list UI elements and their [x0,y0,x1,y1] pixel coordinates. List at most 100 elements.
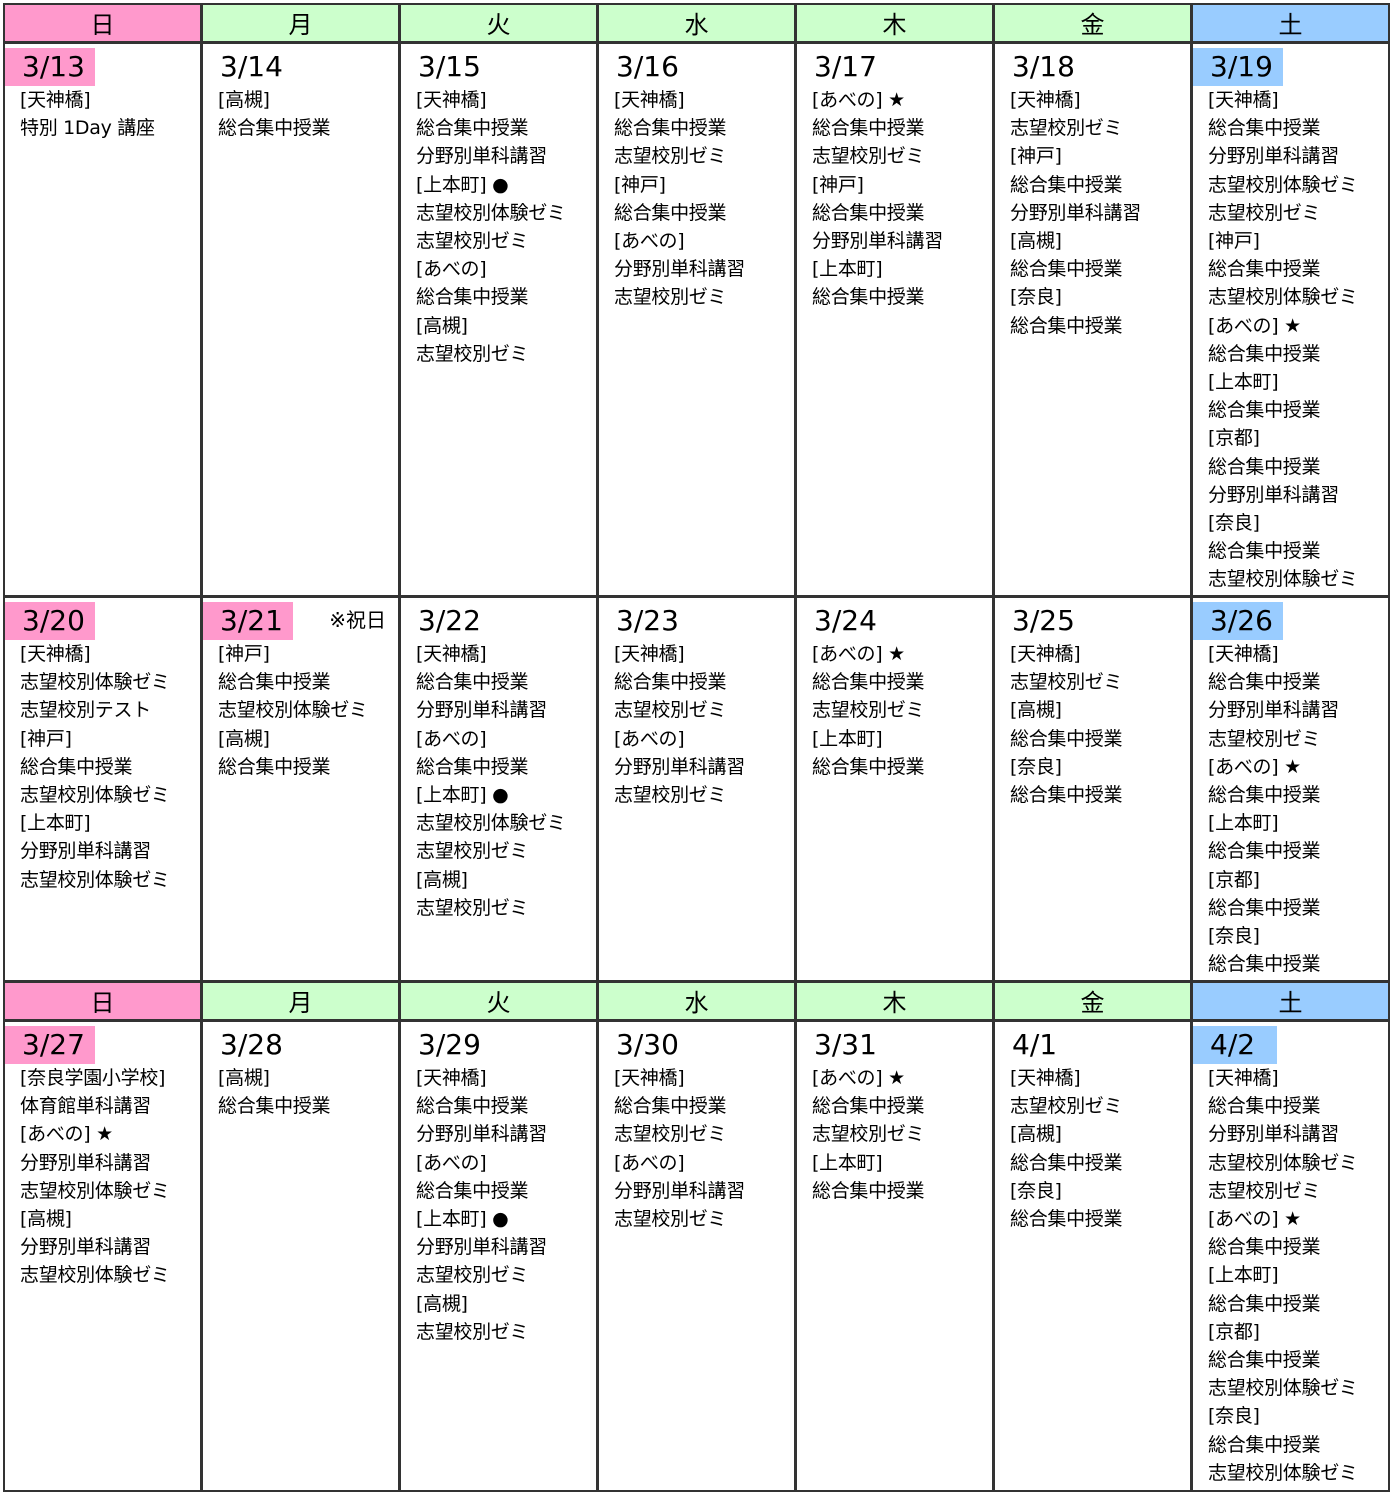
schedule-line: 分野別単科講習 [416,1123,547,1146]
schedule-line: 総合集中授業 [1208,784,1321,807]
schedule-line: [上本町] [1208,371,1279,394]
schedule-list: [あべの] ★総合集中授業志望校別ゼミ[上本町]総合集中授業 [812,640,992,781]
schedule-line: 志望校別ゼミ [416,342,529,365]
schedule-line: 総合集中授業 [1010,314,1123,337]
schedule-list: [奈良学園小学校]体育館単科講習[あべの] ★分野別単科講習志望校別体験ゼミ[高… [20,1064,200,1290]
schedule-line: [あべの] ★ [812,1067,905,1089]
schedule-line: 分野別単科講習 [614,1179,745,1202]
schedule-line: 総合集中授業 [416,1095,529,1118]
day-date: 3/14 [220,50,283,83]
schedule-line: [奈良] [1010,755,1062,778]
schedule-line: [神戸] [218,643,270,665]
schedule-line: 志望校別ゼミ [614,1123,727,1146]
schedule-line: [奈良] [1010,286,1062,309]
schedule-line: 総合集中授業 [218,671,331,694]
schedule-line: 志望校別ゼミ [614,699,727,722]
schedule-list: [天神橋]総合集中授業志望校別ゼミ[神戸]総合集中授業[あべの]分野別単科講習志… [614,86,794,312]
day-cell: 3/18[天神橋]志望校別ゼミ[神戸]総合集中授業分野別単科講習[高槻]総合集中… [993,42,1192,597]
weekday-header-top: 日 月 火 水 木 金 土 [3,3,1390,43]
schedule-line: 志望校別体験ゼミ [1208,1461,1358,1484]
schedule-line: 分野別単科講習 [1208,1123,1339,1146]
schedule-line: 分野別単科講習 [416,1236,547,1259]
schedule-list: [天神橋]総合集中授業分野別単科講習志望校別体験ゼミ志望校別ゼミ[神戸]総合集中… [1208,86,1388,594]
schedule-line: 総合集中授業 [1208,399,1321,422]
schedule-line: 総合集中授業 [1208,1349,1321,1372]
schedule-line: 志望校別体験ゼミ [20,1179,170,1202]
schedule-line: [高槻] [218,89,270,111]
schedule-line: [あべの] ★ [1208,755,1301,778]
schedule-list: [天神橋]総合集中授業分野別単科講習[上本町] ●志望校別体験ゼミ志望校別ゼミ[… [416,86,596,368]
schedule-line: [神戸] [20,727,72,750]
schedule-list: [天神橋]志望校別ゼミ[神戸]総合集中授業分野別単科講習[高槻]総合集中授業[奈… [1010,86,1190,340]
schedule-list: [天神橋]総合集中授業分野別単科講習[あべの]総合集中授業[上本町] ●分野別単… [416,1064,596,1346]
weekday-wednesday: 水 [597,981,796,1021]
schedule-line: [天神橋] [1010,643,1081,665]
schedule-line: [高槻] [416,314,468,337]
schedule-line: [天神橋] [416,1067,487,1089]
schedule-line: 分野別単科講習 [20,1236,151,1259]
schedule-list: [天神橋]総合集中授業志望校別ゼミ[あべの]分野別単科講習志望校別ゼミ [614,1064,794,1233]
schedule-line: [あべの] ★ [1208,1208,1301,1231]
schedule-line: 志望校別体験ゼミ [1208,173,1358,196]
day-date: 3/31 [814,1028,877,1061]
schedule-line: [京都] [1208,868,1260,891]
day-cell: 3/17[あべの] ★総合集中授業志望校別ゼミ[神戸]総合集中授業分野別単科講習… [795,42,994,597]
schedule-line: 総合集中授業 [1208,117,1321,140]
schedule-line: 志望校別ゼミ [812,699,925,722]
schedule-list: [天神橋]総合集中授業志望校別ゼミ[あべの]分野別単科講習志望校別ゼミ [614,640,794,809]
schedule-line: [上本町] [812,258,883,281]
schedule-line: [高槻] [416,868,468,891]
schedule-line: [あべの] [614,727,685,750]
day-cell: 3/16[天神橋]総合集中授業志望校別ゼミ[神戸]総合集中授業[あべの]分野別単… [597,42,796,597]
day-date: 3/20 [5,602,95,640]
schedule-line: 総合集中授業 [614,201,727,224]
weekday-saturday: 土 [1191,981,1390,1021]
week-row-2: 3/20[天神橋]志望校別体験ゼミ志望校別テスト[神戸]総合集中授業志望校別体験… [3,596,1390,982]
schedule-line: 分野別単科講習 [1208,699,1339,722]
schedule-list: [天神橋]志望校別ゼミ[高槻]総合集中授業[奈良]総合集中授業 [1010,1064,1190,1233]
schedule-line: 総合集中授業 [812,755,925,778]
weekday-sunday: 日 [3,981,202,1021]
schedule-line: 分野別単科講習 [1208,145,1339,168]
schedule-line: 総合集中授業 [1208,671,1321,694]
schedule-line: [天神橋] [1208,1067,1279,1089]
schedule-line: [天神橋] [20,89,91,111]
schedule-line: 志望校別体験ゼミ [20,671,170,694]
schedule-line: 総合集中授業 [1010,727,1123,750]
schedule-line: 志望校別ゼミ [416,840,529,863]
schedule-line: 志望校別ゼミ [1208,1179,1321,1202]
day-date: 3/26 [1193,602,1283,640]
schedule-line: 総合集中授業 [614,117,727,140]
schedule-line: 総合集中授業 [1208,1292,1321,1315]
schedule-line: 総合集中授業 [1208,896,1321,919]
schedule-list: [天神橋]総合集中授業分野別単科講習志望校別ゼミ[あべの] ★総合集中授業[上本… [1208,640,1388,978]
schedule-line: 総合集中授業 [812,1179,925,1202]
schedule-line: [天神橋] [416,89,487,111]
holiday-note: ※祝日 [329,608,386,632]
schedule-line: [あべの] [416,1151,487,1174]
schedule-line: 総合集中授業 [218,755,331,778]
schedule-line: 総合集中授業 [812,117,925,140]
schedule-line: [天神橋] [416,643,487,665]
schedule-line: 志望校別ゼミ [614,1208,727,1231]
schedule-line: 志望校別体験ゼミ [1208,568,1358,591]
schedule-line: 総合集中授業 [416,286,529,309]
day-cell: 4/1[天神橋]志望校別ゼミ[高槻]総合集中授業[奈良]総合集中授業 [993,1020,1192,1492]
schedule-line: 志望校別体験ゼミ [1208,1151,1358,1174]
day-cell: 3/22[天神橋]総合集中授業分野別単科講習[あべの]総合集中授業[上本町] ●… [399,596,598,982]
weekday-monday: 月 [201,981,400,1021]
schedule-line: [京都] [1208,427,1260,450]
schedule-line: 総合集中授業 [20,755,133,778]
schedule-list: [神戸]総合集中授業志望校別体験ゼミ[高槻]総合集中授業 [218,640,398,781]
day-cell: 3/13[天神橋]特別 1Day 講座 [3,42,202,597]
schedule-line: [上本町] ● [416,173,509,196]
day-date: 3/25 [1012,604,1075,637]
schedule-line: 総合集中授業 [1010,173,1123,196]
schedule-line: 総合集中授業 [812,286,925,309]
schedule-line: 志望校別ゼミ [1208,727,1321,750]
schedule-line: 志望校別テスト [20,699,151,722]
schedule-line: [あべの] ★ [812,89,905,111]
schedule-line: 総合集中授業 [1208,840,1321,863]
weekday-thursday: 木 [795,981,994,1021]
schedule-list: [天神橋]特別 1Day 講座 [20,86,200,142]
